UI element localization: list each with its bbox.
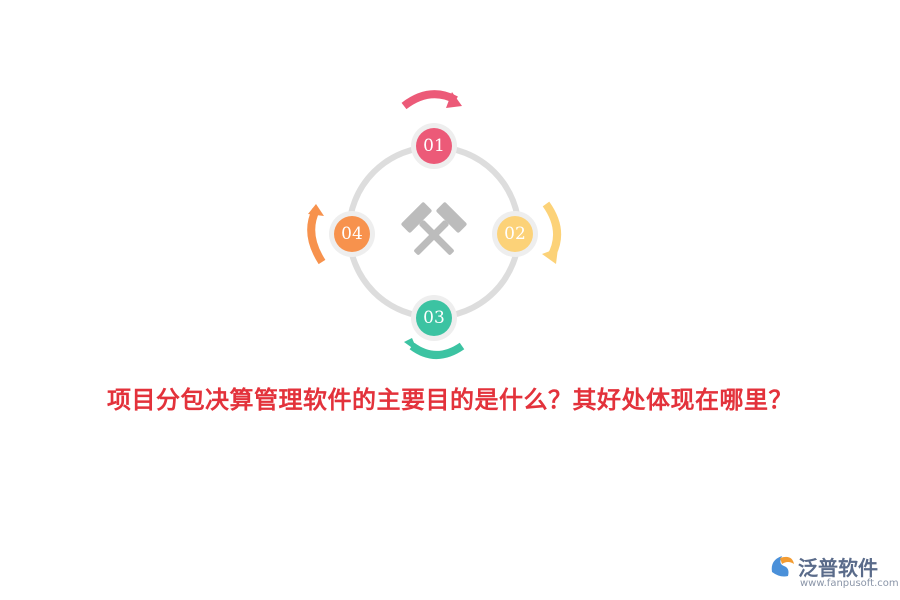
node-01: 01 (411, 123, 457, 169)
cycle-diagram: 01 02 03 04 (307, 90, 561, 359)
node-01-label: 01 (423, 136, 445, 156)
brand-name: 泛普软件 (798, 556, 878, 580)
arrow-bottom (404, 338, 465, 359)
brand-logo: 泛普软件 www.fanpusoft.com (768, 552, 899, 592)
arrow-top (401, 90, 462, 110)
arrow-left (307, 204, 326, 265)
node-02: 02 (492, 211, 538, 257)
arrow-right (542, 201, 561, 264)
brand-url: www.fanpusoft.com (800, 578, 899, 589)
node-04: 04 (329, 211, 375, 257)
node-03: 03 (411, 295, 457, 341)
node-04-label: 04 (341, 224, 363, 244)
node-03-label: 03 (423, 308, 445, 328)
crossed-hammers-icon (401, 202, 467, 255)
node-02-label: 02 (504, 224, 526, 244)
fanpu-logo-icon (771, 556, 794, 577)
page-title: 项目分包决算管理软件的主要目的是什么？其好处体现在哪里？ (107, 385, 793, 414)
